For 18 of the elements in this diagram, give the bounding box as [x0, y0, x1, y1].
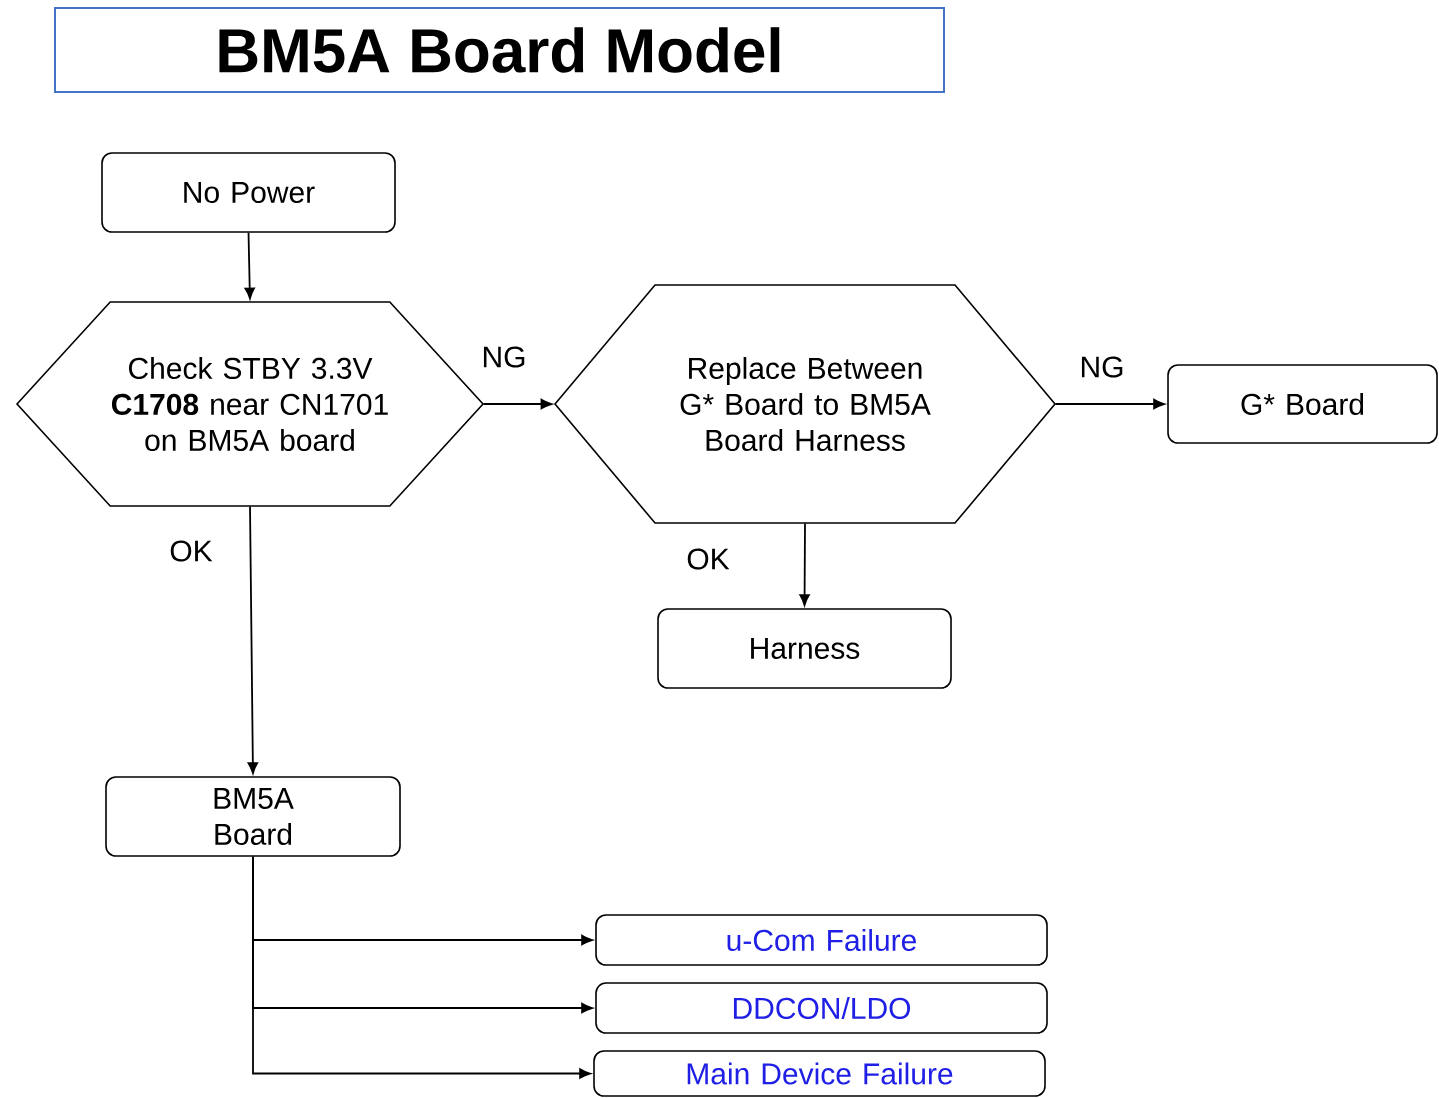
process-box: G* Board [1167, 364, 1438, 444]
title-box: BM5A Board Model [54, 7, 945, 93]
edge-label: NG [483, 346, 525, 368]
process-box: No Power [101, 152, 396, 233]
arrow [482, 398, 553, 410]
arrow [252, 855, 591, 1079]
edge-label: OK [687, 548, 730, 570]
edge-label: NG [1081, 356, 1123, 378]
arrow [1054, 398, 1165, 410]
arrow [244, 231, 255, 300]
process-box: DDCON/LDO [595, 982, 1048, 1034]
edge-label: OK [170, 540, 213, 562]
process-box: Harness [657, 608, 952, 689]
arrow [799, 522, 810, 606]
arrow [247, 505, 259, 774]
process-box: Main Device Failure [593, 1050, 1046, 1097]
process-box: BM5A Board [105, 776, 401, 857]
process-box: u-Com Failure [595, 914, 1048, 966]
